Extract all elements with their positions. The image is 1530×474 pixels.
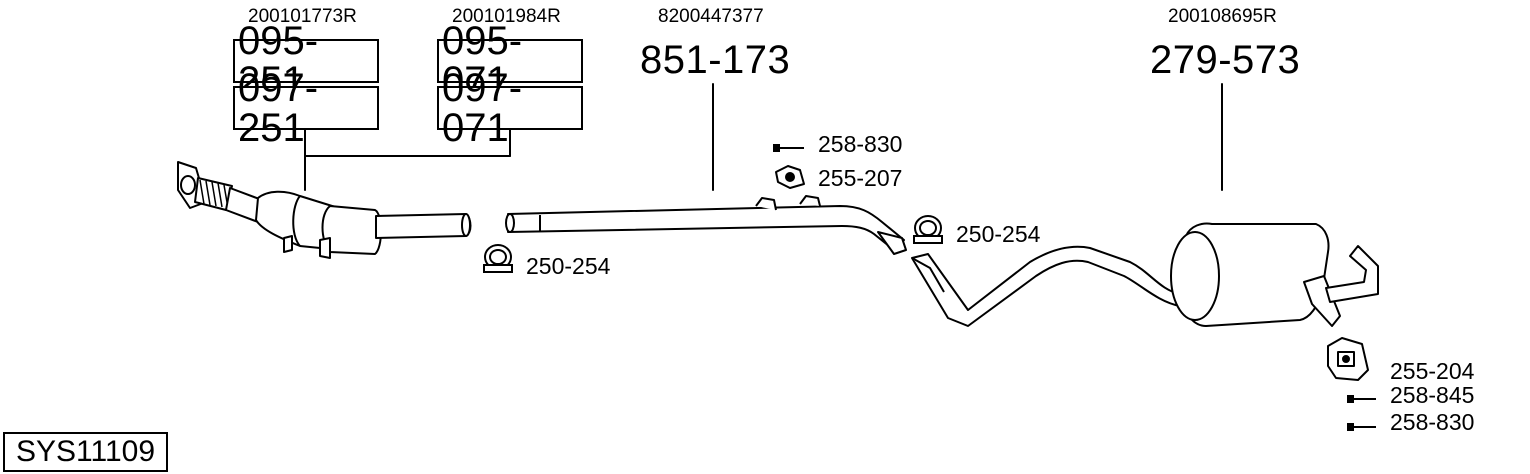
oem-number: 8200447377: [658, 6, 764, 27]
accessory-label[interactable]: 258-830: [1390, 409, 1475, 435]
rear-silencer-drawing: [911, 222, 1379, 327]
accessory-label[interactable]: 258-845: [1390, 382, 1475, 408]
rubber-mount-icon: [775, 165, 805, 189]
system-code-box: SYS11109: [3, 432, 168, 472]
oem-number: 200101984R: [452, 6, 561, 27]
clamp-icon: [913, 215, 943, 244]
part-number-label[interactable]: 851-173: [640, 38, 791, 82]
bolt-icon: [773, 144, 804, 152]
clamp-icon: [483, 244, 513, 273]
oem-number: 200101773R: [248, 6, 357, 27]
part-number-box[interactable]: 097-071: [437, 68, 583, 148]
rubber-mount-icon: [1327, 337, 1369, 381]
accessory-label[interactable]: 255-207: [818, 165, 903, 191]
middle-pipe-drawing: [505, 195, 907, 255]
accessory-label[interactable]: 258-830: [818, 131, 903, 157]
accessory-label[interactable]: 250-254: [526, 253, 611, 279]
accessory-label[interactable]: 255-204: [1390, 358, 1475, 384]
part-number-box[interactable]: 097-251: [233, 68, 379, 148]
part-number-label[interactable]: 279-573: [1150, 38, 1301, 82]
oem-number: 200108695R: [1168, 6, 1277, 27]
bolt-icon: [1347, 395, 1376, 403]
bolt-icon: [1347, 423, 1376, 431]
accessory-label[interactable]: 250-254: [956, 221, 1041, 247]
front-pipe-catalyst: [177, 161, 472, 259]
